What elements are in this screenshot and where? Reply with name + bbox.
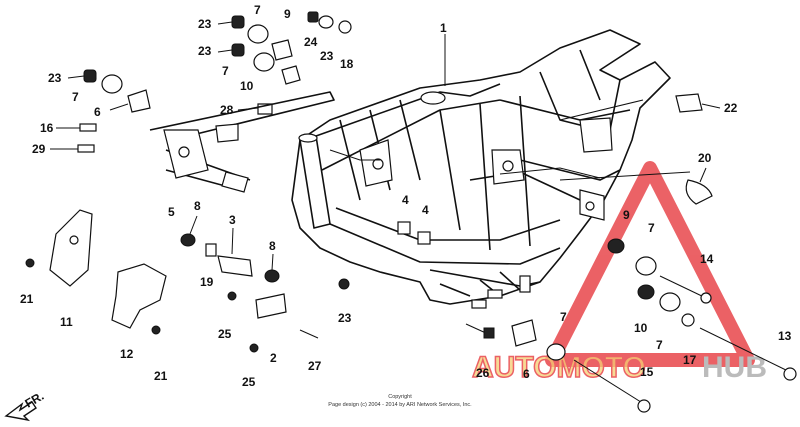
callout-10: 10 [240,79,254,93]
callout-23: 23 [198,44,212,58]
callout-1: 1 [440,21,447,35]
callout-7: 7 [648,221,655,235]
callout-15: 15 [640,365,654,379]
callout-3: 3 [229,213,236,227]
callout-25: 25 [218,327,232,341]
callout-7: 7 [222,64,229,78]
callout-labels: 23 7 9 24 23 18 23 7 10 23 7 6 28 16 29 … [20,3,792,389]
callout-24: 24 [304,35,318,49]
watermark-word-hub: HUB [702,351,767,384]
callout-13: 13 [778,329,792,343]
callout-9: 9 [284,7,291,21]
leader-lines [50,21,721,271]
callout-19: 19 [200,275,214,289]
callout-4: 4 [422,203,429,217]
callout-10: 10 [634,321,648,335]
callout-11: 11 [60,315,73,329]
callout-14: 14 [700,252,714,266]
callout-7: 7 [72,90,79,104]
callout-29: 29 [32,142,46,156]
copyright-notice: Copyright Page design (c) 2004 - 2014 by… [328,394,472,408]
copyright-line-2: Page design (c) 2004 - 2014 by ARI Netwo… [328,402,472,408]
callout-23: 23 [338,311,352,325]
callout-7: 7 [560,310,567,324]
lower-left-parts [25,209,431,353]
callout-5: 5 [168,205,175,219]
callout-26: 26 [476,366,490,380]
copyright-line-1: Copyright [388,394,412,400]
callout-23: 23 [48,71,62,85]
front-direction-indicator: FR. [4,389,46,422]
callout-17: 17 [683,353,697,367]
callout-23: 23 [320,49,334,63]
upper-left-parts [77,11,352,193]
watermark: AUTOMOTO HUB [471,161,767,385]
callout-27: 27 [308,359,322,373]
callout-8: 8 [269,239,276,253]
callout-6: 6 [523,367,530,381]
callout-12: 12 [120,347,134,361]
main-frame [291,29,671,309]
callout-28: 28 [220,103,234,117]
callout-7: 7 [656,338,663,352]
callout-4: 4 [402,193,409,207]
callout-22: 22 [724,101,738,115]
callout-8: 8 [194,199,201,213]
callout-6: 6 [94,105,101,119]
callout-2: 2 [270,351,277,365]
callout-16: 16 [40,121,54,135]
callout-23: 23 [198,17,212,31]
callout-20: 20 [698,151,712,165]
callout-25: 25 [242,375,256,389]
callout-7: 7 [254,3,261,17]
arrow-icon [4,401,37,422]
callout-18: 18 [340,57,354,71]
watermark-triangle [545,161,755,367]
callout-9: 9 [623,208,630,222]
right-parts [465,93,797,413]
callout-21: 21 [20,292,34,306]
callout-21: 21 [154,369,168,383]
